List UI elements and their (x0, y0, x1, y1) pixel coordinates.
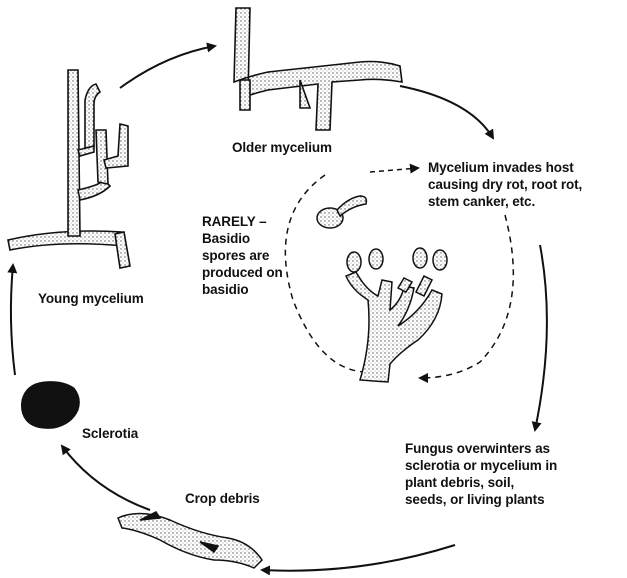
label-rarely-basidiospores: RARELY – Basidio spores are produced on … (202, 213, 283, 298)
invades-line-1: Mycelium invades host (428, 159, 582, 176)
rarely-line-1: RARELY – (202, 213, 283, 230)
young-mycelium-illustration (8, 70, 130, 268)
arrow-debris-to-sclerotia (62, 446, 150, 510)
sclerotia-blob (22, 382, 80, 429)
arrow-older-to-invades (400, 86, 493, 138)
overwinters-line-1: Fungus overwinters as (405, 440, 557, 457)
rarely-line-5: basidio (202, 281, 283, 298)
overwinters-line-3: plant debris, soil, (405, 474, 557, 491)
dashed-arrow-to-invades (370, 168, 418, 172)
label-fungus-overwinters: Fungus overwinters as sclerotia or mycel… (405, 440, 557, 508)
label-crop-debris: Crop debris (185, 490, 260, 507)
label-young-mycelium: Young mycelium (38, 290, 144, 307)
rarely-line-2: Basidio (202, 230, 283, 247)
arrow-young-to-older (120, 46, 215, 88)
arrow-sclerotia-to-young (11, 265, 15, 375)
overwinters-line-2: sclerotia or mycelium in (405, 457, 557, 474)
label-sclerotia: Sclerotia (82, 425, 138, 442)
arrow-invades-to-overwinters (535, 245, 547, 430)
rarely-line-4: produced on (202, 264, 283, 281)
label-older-mycelium: Older mycelium (232, 139, 332, 156)
label-mycelium-invades-host: Mycelium invades host causing dry rot, r… (428, 159, 582, 210)
crop-debris-illustration (118, 512, 262, 568)
invades-line-2: causing dry rot, root rot, (428, 176, 582, 193)
older-mycelium-illustration (234, 8, 402, 130)
host-plant-illustration (317, 196, 447, 382)
invades-line-3: stem canker, etc. (428, 193, 582, 210)
rarely-line-3: spores are (202, 247, 283, 264)
arrow-overwinters-to-debris (262, 545, 455, 571)
overwinters-line-4: seeds, or living plants (405, 491, 557, 508)
